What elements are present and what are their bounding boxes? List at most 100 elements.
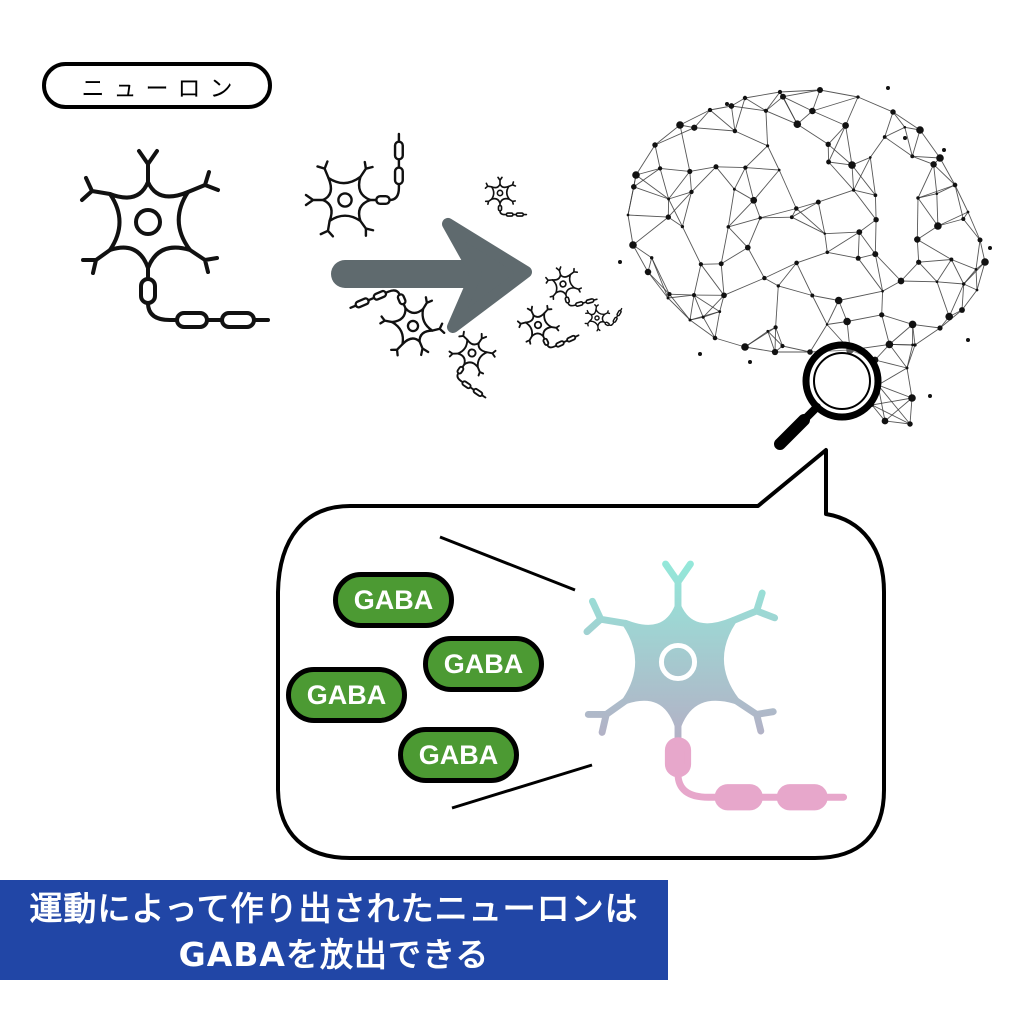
network-node xyxy=(626,213,630,217)
network-node xyxy=(885,340,894,349)
network-node xyxy=(632,171,640,179)
network-edge xyxy=(809,324,828,353)
network-edge xyxy=(765,110,769,146)
network-node xyxy=(879,312,885,318)
gaba-label: GABA xyxy=(353,584,434,615)
network-edge xyxy=(728,217,761,228)
network-node xyxy=(952,182,958,188)
network-edge xyxy=(760,216,792,219)
network-node xyxy=(773,325,778,330)
network-edge xyxy=(871,404,911,425)
network-node xyxy=(657,166,663,171)
axon-segment xyxy=(472,387,484,398)
network-node xyxy=(777,89,783,95)
network-edge xyxy=(912,323,941,329)
small-neuron-icon xyxy=(349,289,446,357)
network-edge xyxy=(857,258,883,292)
network-node xyxy=(966,210,970,214)
network-edge xyxy=(715,166,735,190)
neuron-dendrites xyxy=(583,560,779,745)
network-edge xyxy=(796,208,826,235)
network-node xyxy=(936,154,944,162)
network-node xyxy=(750,196,758,204)
network-edge xyxy=(782,345,811,353)
arrow-right-icon xyxy=(331,218,532,333)
neuron-cell-body xyxy=(490,183,511,204)
network-edge xyxy=(733,167,746,190)
network-edge xyxy=(764,262,797,279)
network-edge xyxy=(689,319,716,339)
network-edge xyxy=(917,239,952,260)
network-edge xyxy=(881,314,890,345)
network-edge xyxy=(912,155,934,165)
network-edge xyxy=(950,259,965,285)
network-node xyxy=(937,325,943,331)
network-edge xyxy=(936,281,964,285)
network-edge xyxy=(975,239,981,270)
neuron-label: ニューロン xyxy=(42,62,272,109)
network-node xyxy=(809,107,816,115)
network-node xyxy=(725,102,729,106)
network-edge xyxy=(633,186,669,200)
network-edge xyxy=(818,189,854,203)
network-node xyxy=(856,229,863,236)
network-edge xyxy=(791,201,819,218)
network-node xyxy=(945,312,953,321)
network-node xyxy=(961,216,966,222)
network-node xyxy=(942,148,946,152)
network-edge xyxy=(827,125,846,145)
network-node xyxy=(916,126,924,134)
network-edge xyxy=(669,293,695,296)
network-edge xyxy=(824,233,828,253)
network-node xyxy=(935,280,939,284)
axon-segment xyxy=(393,140,404,161)
network-node xyxy=(649,256,654,260)
gaba-label: GABA xyxy=(306,679,387,710)
gaba-pill: GABA xyxy=(398,727,519,783)
neuron-nucleus xyxy=(467,348,477,358)
network-node xyxy=(766,329,770,333)
network-node xyxy=(966,338,970,342)
network-edge xyxy=(727,199,755,228)
network-edge xyxy=(900,280,938,283)
gaba-label: GABA xyxy=(443,648,524,679)
network-edge xyxy=(720,247,749,265)
network-node xyxy=(872,251,879,258)
network-node xyxy=(789,215,794,220)
network-node xyxy=(726,225,731,229)
network-edge xyxy=(668,171,691,200)
network-edge xyxy=(967,211,981,241)
network-edge xyxy=(727,226,749,248)
neuron-icon xyxy=(80,149,270,329)
network-node xyxy=(763,108,769,113)
network-node xyxy=(928,394,932,398)
neuron-nucleus xyxy=(337,192,353,208)
network-edge xyxy=(961,283,965,311)
network-edge xyxy=(877,384,913,399)
network-node xyxy=(629,241,637,249)
axon-segment xyxy=(393,166,404,186)
network-node xyxy=(732,187,736,191)
network-node xyxy=(981,258,989,266)
network-node xyxy=(842,122,849,129)
network-node xyxy=(771,348,779,356)
neuron-cell-body xyxy=(456,338,488,368)
network-node xyxy=(713,164,719,170)
axon-segment xyxy=(714,784,763,811)
network-node xyxy=(744,244,751,251)
network-edge xyxy=(828,161,854,191)
network-node xyxy=(667,197,671,201)
network-edge xyxy=(853,189,877,220)
network-node xyxy=(843,317,851,326)
magnifier-neck xyxy=(803,403,821,421)
network-node xyxy=(905,366,909,370)
network-edge xyxy=(782,89,821,98)
network-node xyxy=(676,121,684,129)
neuron-dendrites xyxy=(545,266,583,301)
network-edge xyxy=(700,264,725,296)
network-node xyxy=(644,268,652,276)
network-edge xyxy=(845,96,859,126)
network-node xyxy=(903,125,907,129)
network-edge xyxy=(654,124,681,146)
